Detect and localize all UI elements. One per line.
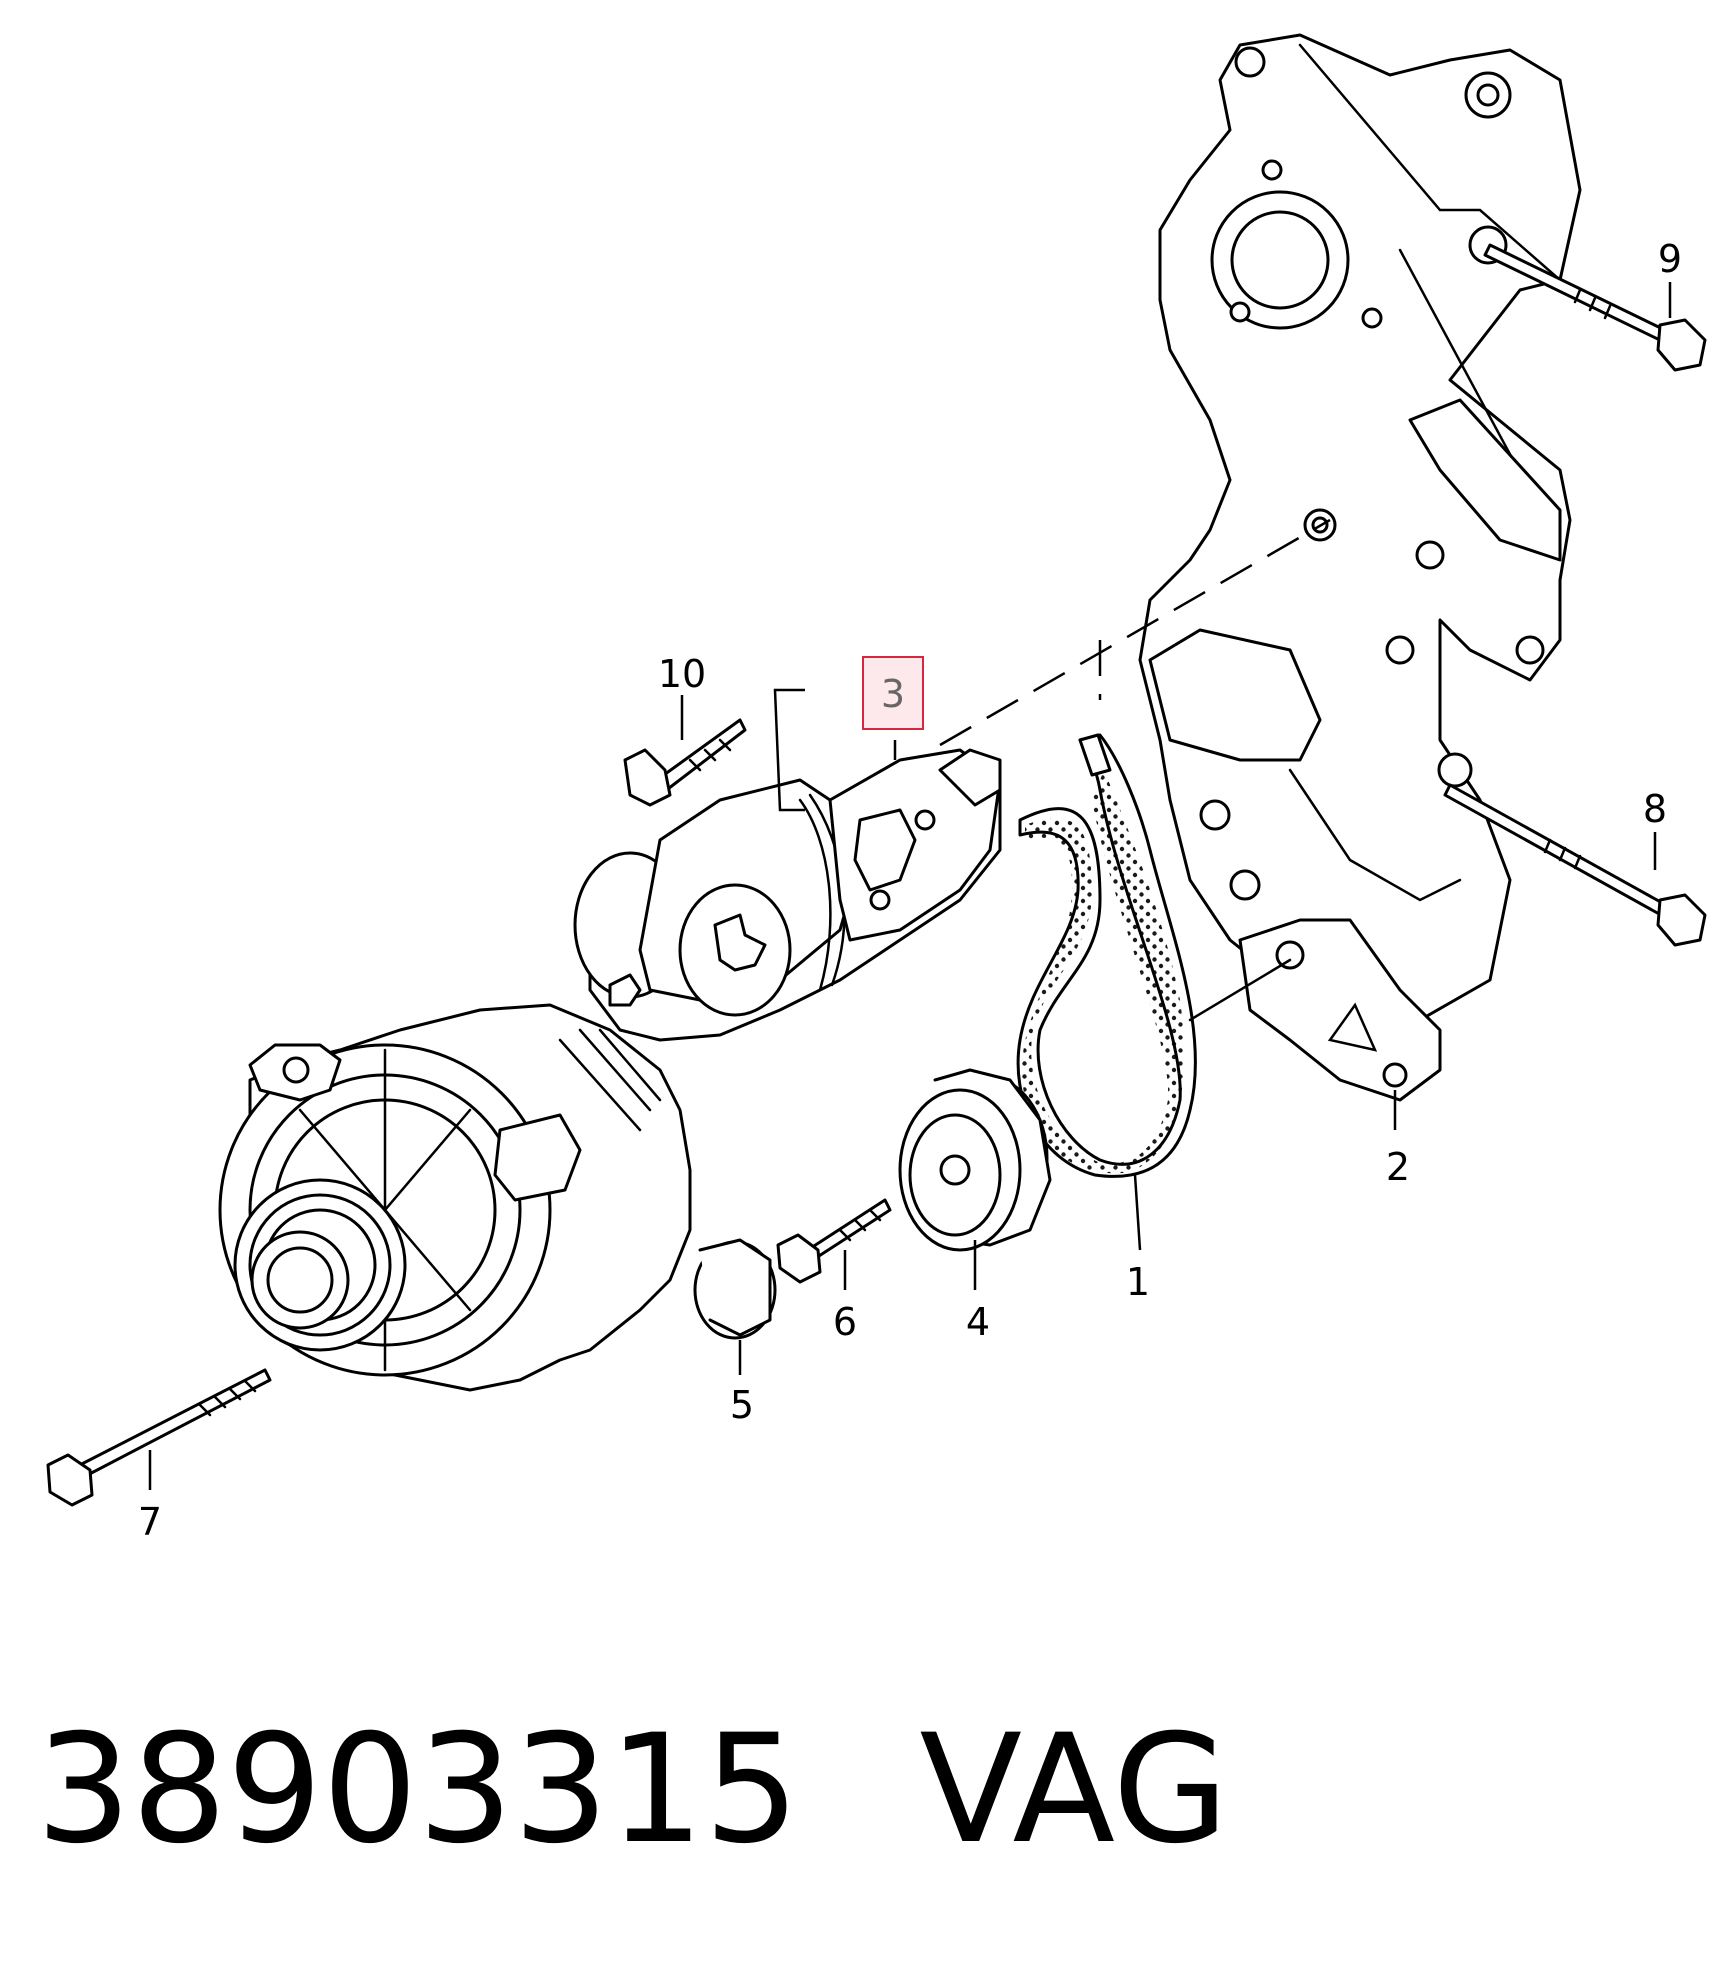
callout-7[interactable]: 7 <box>138 1500 162 1544</box>
callout-10[interactable]: 10 <box>658 652 706 696</box>
cap-part-5 <box>693 1238 777 1340</box>
idler-pulley-part-4 <box>898 1068 1052 1252</box>
bracket-part-2 <box>1238 918 1442 1102</box>
alternator <box>218 1003 692 1392</box>
callout-8[interactable]: 8 <box>1643 787 1667 831</box>
exploded-parts-diagram: 1 2 3 4 5 6 7 8 9 10 <box>46 33 1707 1544</box>
callout-3[interactable]: 3 <box>881 672 905 716</box>
callout-9[interactable]: 9 <box>1658 237 1682 281</box>
callout-1[interactable]: 1 <box>1126 1260 1150 1304</box>
callout-4[interactable]: 4 <box>966 1300 990 1344</box>
bolt-part-7 <box>46 1368 272 1507</box>
bolt-part-9 <box>1483 243 1707 372</box>
callout-6[interactable]: 6 <box>833 1300 857 1344</box>
engine-bracket-upper <box>1138 33 1582 1022</box>
highlight-box-3 <box>862 656 924 730</box>
belt-tensioner-part-3 <box>573 748 1002 1042</box>
poly-v-belt <box>1016 733 1197 1178</box>
brand-name: VAG <box>919 1703 1229 1877</box>
bolt-part-6 <box>776 1198 892 1284</box>
bolt-part-8 <box>1443 783 1707 947</box>
callout-2[interactable]: 2 <box>1386 1145 1410 1189</box>
callout-5[interactable]: 5 <box>730 1383 754 1427</box>
part-number: 38903315 <box>36 1703 800 1877</box>
bolt-part-10 <box>623 688 805 812</box>
